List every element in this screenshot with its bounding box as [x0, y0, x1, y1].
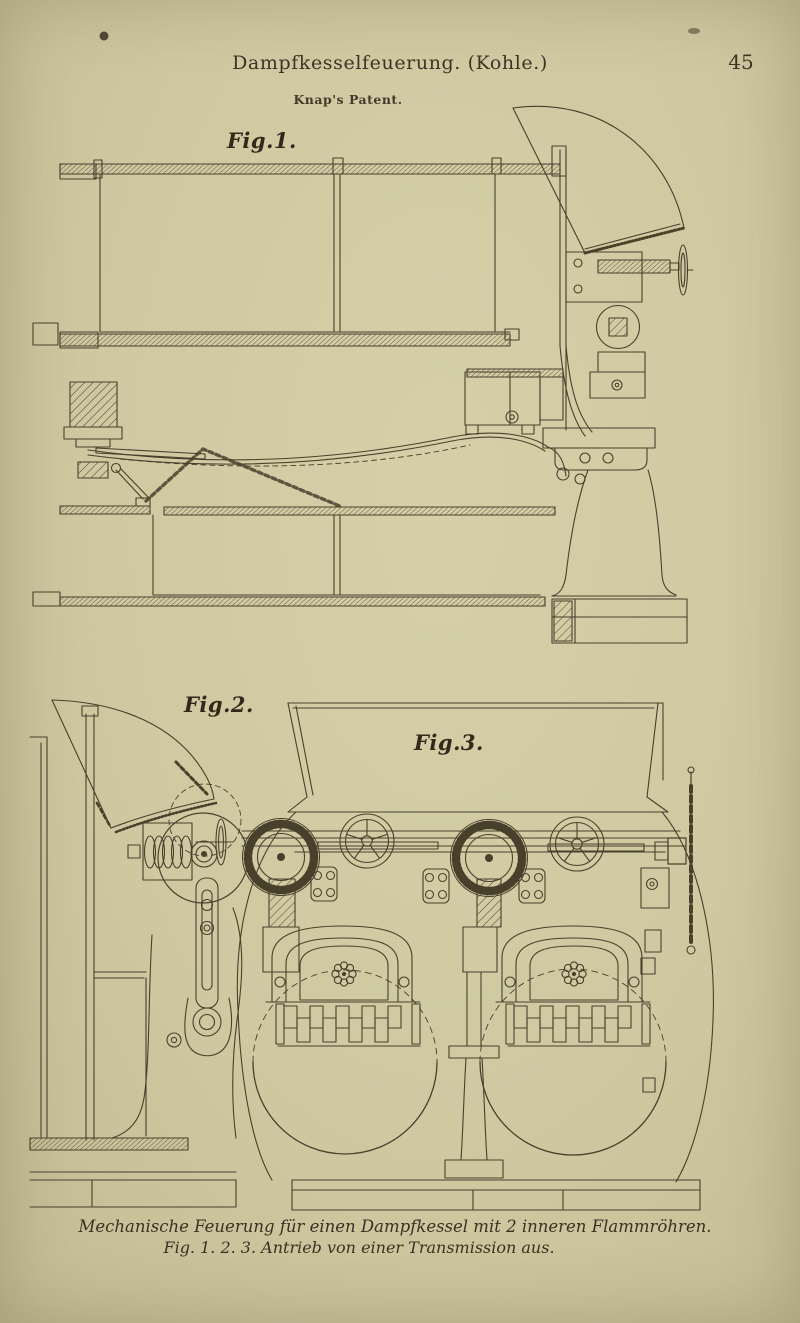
fig2-drawing — [29, 699, 249, 1208]
figure-caption: Mechanische Feuerung für einen Dampfkess… — [0, 1216, 790, 1259]
caption-line2: Fig. 1. 2. 3. Antrieb von einer Transmis… — [163, 1238, 555, 1257]
chain-icon — [95, 801, 112, 828]
patent-subtitle: Knap's Patent. — [293, 92, 403, 107]
fig1-label: Fig.1. — [227, 128, 297, 153]
page-number: 45 — [728, 50, 754, 74]
page-title: Dampfkesselfeuerung. (Kohle.) — [232, 52, 548, 74]
fig3-drawing — [236, 702, 714, 1211]
caption-line1: Mechanische Feuerung für einen Dampfkess… — [78, 1217, 712, 1236]
chain-icon — [144, 447, 344, 509]
scan-speck — [688, 28, 700, 34]
fig1-drawing — [32, 105, 694, 644]
fig2-label: Fig.2. — [184, 692, 254, 717]
chain-icon — [174, 760, 209, 796]
fig3-label: Fig.3. — [414, 730, 484, 755]
scan-speck — [99, 31, 109, 41]
cam-disc-icon — [595, 304, 641, 350]
small-handwheel-icon — [215, 818, 227, 866]
